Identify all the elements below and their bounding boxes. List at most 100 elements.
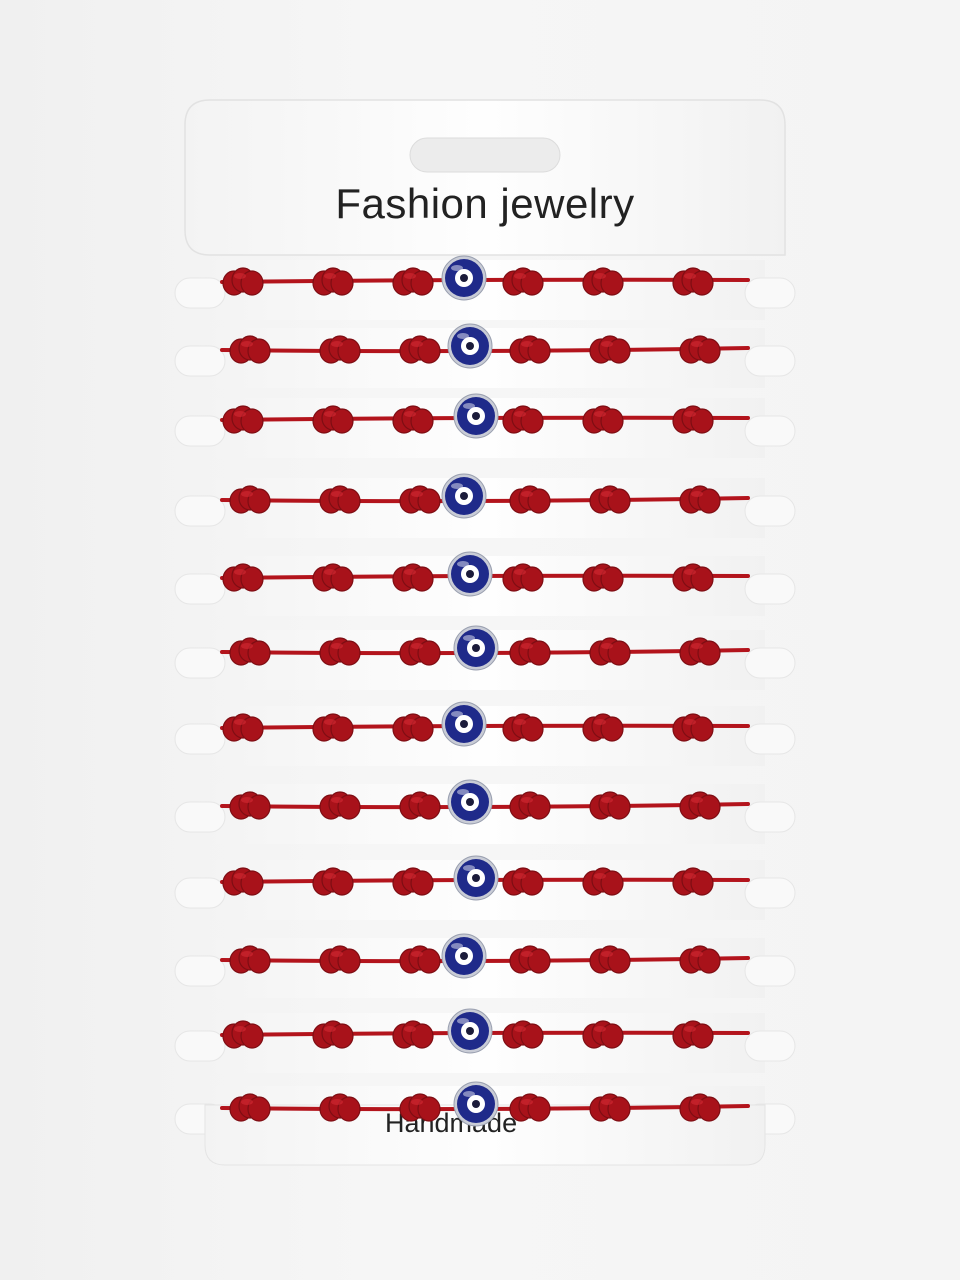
strip-tab-left <box>174 647 226 679</box>
knot-loop <box>600 1023 624 1049</box>
knot <box>229 945 271 974</box>
charm-pupil <box>466 342 474 350</box>
knot-highlight <box>684 873 696 879</box>
knot-loop <box>690 270 714 296</box>
knot <box>312 267 354 296</box>
knot-loop <box>337 1096 361 1122</box>
knot-loop <box>330 716 354 742</box>
knot-loop <box>247 794 271 820</box>
knot-highlight <box>324 411 336 417</box>
knot-loop <box>410 566 434 592</box>
knot-highlight <box>234 873 246 879</box>
knot-highlight <box>411 951 423 957</box>
knot-highlight <box>684 273 696 279</box>
knot-loop <box>410 408 434 434</box>
knot-highlight <box>684 569 696 575</box>
knot-highlight <box>234 569 246 575</box>
charm-pupil <box>466 798 474 806</box>
knot-highlight <box>331 1099 343 1105</box>
charm-gloss <box>451 483 463 489</box>
charm-gloss <box>457 333 469 339</box>
knot-loop <box>240 716 264 742</box>
knot-loop <box>247 488 271 514</box>
strip-tab-left <box>174 877 226 909</box>
knot-loop <box>410 870 434 896</box>
knot <box>582 713 624 742</box>
knot-highlight <box>411 341 423 347</box>
knot-loop <box>337 338 361 364</box>
bracelet <box>220 551 750 597</box>
knot <box>392 713 434 742</box>
bracelet <box>220 1081 750 1127</box>
knot-loop <box>607 640 631 666</box>
strip-tab-left <box>174 801 226 833</box>
knot-highlight <box>241 341 253 347</box>
knot-highlight <box>684 719 696 725</box>
knot <box>392 267 434 296</box>
knot-loop <box>527 488 551 514</box>
knot-loop <box>337 948 361 974</box>
knot <box>502 713 544 742</box>
knot <box>679 637 721 666</box>
charm-pupil <box>460 720 468 728</box>
knot-highlight <box>234 719 246 725</box>
knot-loop <box>417 794 441 820</box>
charm-gloss <box>451 711 463 717</box>
strip-tab-right <box>744 277 796 309</box>
knot-highlight <box>594 873 606 879</box>
knot-loop <box>247 640 271 666</box>
knot <box>229 485 271 514</box>
knot <box>679 945 721 974</box>
knot-loop <box>600 270 624 296</box>
knot-loop <box>247 948 271 974</box>
knot <box>589 791 631 820</box>
knot <box>399 637 441 666</box>
knot-highlight <box>331 341 343 347</box>
knot-highlight <box>601 643 613 649</box>
strip-tab-right <box>744 345 796 377</box>
knot-loop <box>607 794 631 820</box>
knot-loop <box>337 488 361 514</box>
knot-highlight <box>691 797 703 803</box>
knot-loop <box>690 408 714 434</box>
knot <box>392 867 434 896</box>
bracelet <box>220 701 750 747</box>
knot-loop <box>600 408 624 434</box>
knot-loop <box>417 948 441 974</box>
knot <box>582 405 624 434</box>
knot-loop <box>240 1023 264 1049</box>
charm-gloss <box>457 1018 469 1024</box>
knot-highlight <box>521 341 533 347</box>
knot <box>399 791 441 820</box>
knot-highlight <box>514 873 526 879</box>
knot <box>672 713 714 742</box>
knot <box>672 1020 714 1049</box>
knot-loop <box>520 716 544 742</box>
knot-highlight <box>404 569 416 575</box>
charm-gloss <box>451 265 463 271</box>
knot-loop <box>697 794 721 820</box>
evil-eye-charm <box>453 855 499 901</box>
knot-highlight <box>404 273 416 279</box>
knot-loop <box>410 1023 434 1049</box>
knot-loop <box>697 338 721 364</box>
knot <box>399 335 441 364</box>
knot-loop <box>697 948 721 974</box>
knot-loop <box>607 338 631 364</box>
strip-tab-right <box>744 573 796 605</box>
knot <box>222 1020 264 1049</box>
evil-eye-charm <box>453 1081 499 1127</box>
charm-pupil <box>466 1027 474 1035</box>
knot-highlight <box>594 719 606 725</box>
knot-highlight <box>594 1026 606 1032</box>
knot <box>312 405 354 434</box>
knot-loop <box>600 870 624 896</box>
knot-highlight <box>521 797 533 803</box>
strip-tab-left <box>174 573 226 605</box>
knot <box>222 405 264 434</box>
knot <box>222 713 264 742</box>
strip-tab-left <box>174 495 226 527</box>
charm-gloss <box>457 561 469 567</box>
